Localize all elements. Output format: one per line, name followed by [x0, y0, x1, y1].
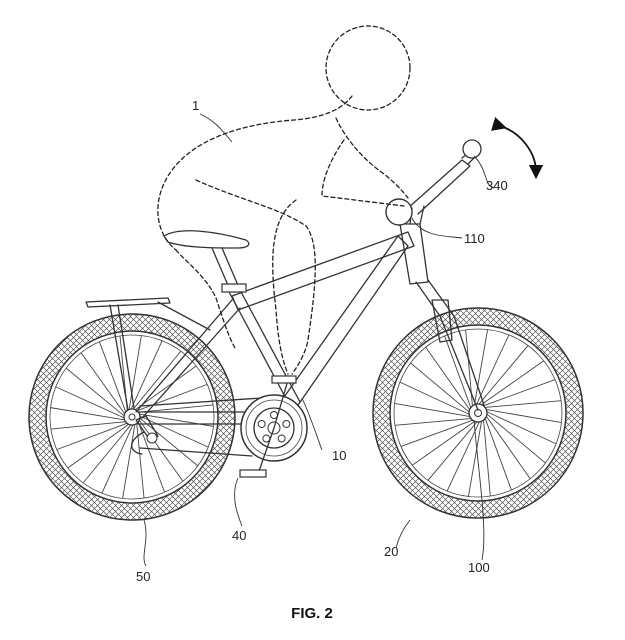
spoke — [55, 386, 128, 420]
spoke — [482, 415, 491, 497]
spoke — [483, 411, 546, 464]
spoke — [133, 383, 208, 413]
label-head-unit: 110 — [464, 231, 485, 246]
spoke — [465, 329, 474, 411]
leader-lines — [143, 113, 495, 567]
label-rider: 1 — [192, 98, 199, 113]
spoke — [476, 345, 529, 408]
rear-rack — [85, 297, 211, 411]
spoke — [82, 421, 134, 484]
label-front-wheel: 20 — [384, 544, 398, 559]
label-chain: 40 — [232, 528, 246, 543]
spoke — [394, 417, 476, 426]
spoke — [50, 420, 130, 430]
spoke — [467, 417, 483, 497]
rider-outline — [157, 25, 411, 375]
spoke — [477, 360, 545, 408]
chainring-hole — [277, 434, 286, 443]
label-front-hub: 100 — [468, 560, 490, 575]
seat — [163, 230, 250, 293]
spoke — [101, 421, 135, 494]
spoke — [400, 418, 477, 447]
spoke — [411, 418, 479, 466]
spoke — [50, 407, 129, 421]
spoke — [410, 362, 473, 415]
spoke — [136, 418, 166, 493]
spoke — [479, 379, 556, 408]
spoke — [98, 341, 128, 416]
chainring-hole — [257, 419, 266, 428]
head-unit — [385, 198, 413, 226]
spoke — [128, 335, 142, 414]
spoke — [80, 352, 128, 418]
rear-derailleur — [135, 415, 159, 444]
rotation-arrow — [491, 117, 544, 180]
spoke — [444, 335, 473, 412]
spoke — [65, 367, 128, 419]
label-handle: 340 — [486, 178, 508, 193]
spoke — [394, 402, 474, 418]
label-frame: 10 — [332, 448, 346, 463]
spoke — [483, 414, 512, 491]
spoke — [130, 350, 182, 413]
spoke — [56, 421, 131, 451]
label-rear-wheel: 50 — [136, 569, 150, 584]
figure-caption: FIG. 2 — [291, 605, 333, 622]
spoke — [483, 409, 557, 445]
crank-and-pedals — [239, 375, 297, 478]
front-wheel — [372, 307, 584, 519]
spoke — [483, 412, 531, 480]
chainring-hole — [282, 419, 291, 428]
spoke — [427, 418, 480, 481]
spoke — [129, 340, 163, 413]
chainring-holes — [257, 411, 291, 443]
front-spokes — [394, 329, 562, 497]
chain — [131, 397, 263, 457]
spoke — [425, 346, 473, 414]
spoke — [135, 419, 145, 499]
spoke — [473, 329, 489, 409]
spoke — [480, 400, 562, 409]
spoke — [399, 381, 473, 417]
spoke — [482, 408, 562, 424]
spoke — [122, 420, 136, 499]
rear-wheel — [28, 313, 236, 521]
spoke — [67, 421, 133, 469]
